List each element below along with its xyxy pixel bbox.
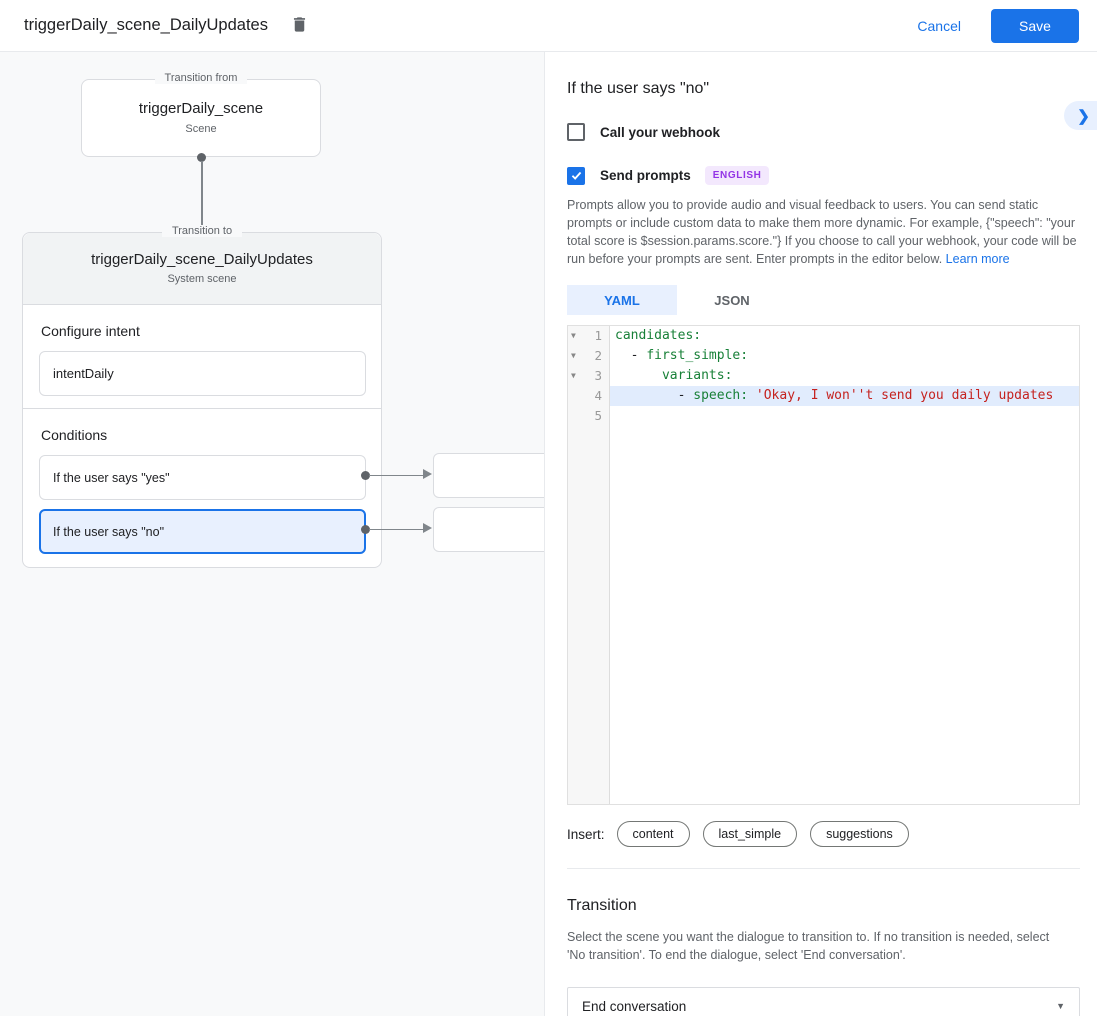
learn-more-link[interactable]: Learn more [945, 252, 1010, 266]
code-line: candidates: [615, 328, 702, 343]
intent-field[interactable]: intentDaily [39, 351, 366, 396]
prompt-section: If the user says "no" ❯ Call your webhoo… [545, 80, 1097, 869]
transition-select[interactable]: End conversation ▼ [567, 987, 1080, 1016]
to-scene-name: triggerDaily_scene_DailyUpdates [91, 251, 313, 268]
transition-from-node[interactable]: Transition from triggerDaily_scene Scene [81, 72, 321, 157]
transition-to-node[interactable]: Transition to triggerDaily_scene_DailyUp… [22, 225, 382, 568]
code-line [610, 406, 1079, 426]
from-scene-name: triggerDaily_scene [138, 100, 264, 117]
chevron-down-icon: ▼ [1056, 1001, 1065, 1011]
code-line: variants: [661, 368, 733, 383]
condition-detail-panel: If the user says "no" ❯ Call your webhoo… [545, 52, 1097, 1016]
line-number: 1▼ [568, 326, 609, 346]
call-webhook-checkbox[interactable] [567, 123, 585, 141]
send-prompts-checkbox[interactable] [567, 166, 585, 185]
transition-title: Transition [567, 897, 637, 914]
send-prompts-label[interactable]: Send prompts [600, 168, 691, 183]
condition-row[interactable]: If the user says "yes" [39, 455, 366, 500]
editor-format-tabs: YAML JSON [567, 285, 1080, 315]
prompts-description: Prompts allow you to provide audio and v… [567, 198, 1077, 266]
from-scene-type: Scene [185, 123, 217, 135]
insert-chip-content[interactable]: content [616, 821, 690, 847]
webhook-row: Call your webhook [567, 123, 1080, 141]
top-bar: triggerDaily_scene_DailyUpdates Cancel S… [0, 0, 1097, 52]
delete-scene-button[interactable] [286, 12, 314, 40]
trash-icon [290, 15, 309, 37]
condition-title: If the user says "no" [567, 80, 710, 97]
check-icon [571, 171, 581, 180]
tab-json[interactable]: JSON [714, 292, 750, 308]
connector-arrow [361, 469, 433, 481]
call-webhook-label[interactable]: Call your webhook [600, 124, 721, 140]
conditions-label: Conditions [41, 427, 108, 443]
chevron-right-icon: ❯ [1077, 107, 1090, 125]
line-number: 5 [594, 408, 602, 423]
condition-row[interactable]: If the user says "no" [39, 509, 366, 554]
fold-arrow-icon[interactable]: ▼ [571, 351, 576, 360]
insert-chip-last_simple[interactable]: last_simple [702, 821, 798, 847]
collapse-panel-button[interactable]: ❯ [1064, 101, 1097, 130]
line-number: 2▼ [568, 346, 609, 366]
transition-select-value: End conversation [582, 998, 687, 1014]
editor-code-area[interactable]: candidates: - first_simple: variants: - … [610, 326, 1079, 804]
insert-chip-suggestions[interactable]: suggestions [810, 821, 909, 847]
yaml-code-editor[interactable]: 1▼2▼3▼ 4 5 candidates: - first_simple: var… [567, 325, 1080, 805]
save-button[interactable]: Save [991, 8, 1079, 43]
transition-target-node[interactable] [433, 453, 545, 498]
transition-target-node[interactable] [433, 507, 545, 552]
transition-section: Transition Select the scene you want the… [545, 897, 1097, 1016]
transition-description: Select the scene you want the dialogue t… [567, 930, 1050, 962]
code-line: - first_simple: [615, 348, 749, 363]
to-scene-type: System scene [167, 273, 237, 285]
send-prompts-row: Send prompts ENGLISH [567, 166, 1080, 185]
insert-row: Insert: content last_simple suggestions [567, 821, 1080, 847]
connector-arrow [361, 523, 433, 535]
page-title: triggerDaily_scene_DailyUpdates [24, 16, 268, 34]
line-number: 3▼ [568, 366, 609, 386]
fold-arrow-icon[interactable]: ▼ [571, 371, 576, 380]
code-line: - speech: 'Okay, I won''t send you daily… [610, 386, 1079, 406]
conditions-section: Conditions If the user says "yes"If the … [23, 408, 381, 575]
conditions-list: If the user says "yes" If the user says "… [39, 455, 366, 554]
to-node-header: triggerDaily_scene_DailyUpdates System s… [23, 233, 381, 305]
editor-gutter: 1▼2▼3▼ 4 5 [568, 326, 610, 804]
section-divider [567, 868, 1080, 869]
line-number: 4 [594, 388, 602, 403]
flow-canvas: Transition from triggerDaily_scene Scene… [0, 52, 545, 1016]
configure-intent-label: Configure intent [41, 323, 140, 339]
language-badge: ENGLISH [704, 166, 770, 185]
cancel-button[interactable]: Cancel [917, 17, 961, 34]
transition-from-legend: Transition from [82, 72, 320, 84]
fold-arrow-icon[interactable]: ▼ [571, 331, 576, 340]
configure-intent-section: Configure intent intentDaily [23, 305, 381, 408]
insert-chips: content last_simple suggestions [616, 821, 922, 847]
tab-yaml[interactable]: YAML [567, 285, 677, 315]
insert-label: Insert: [567, 826, 605, 842]
